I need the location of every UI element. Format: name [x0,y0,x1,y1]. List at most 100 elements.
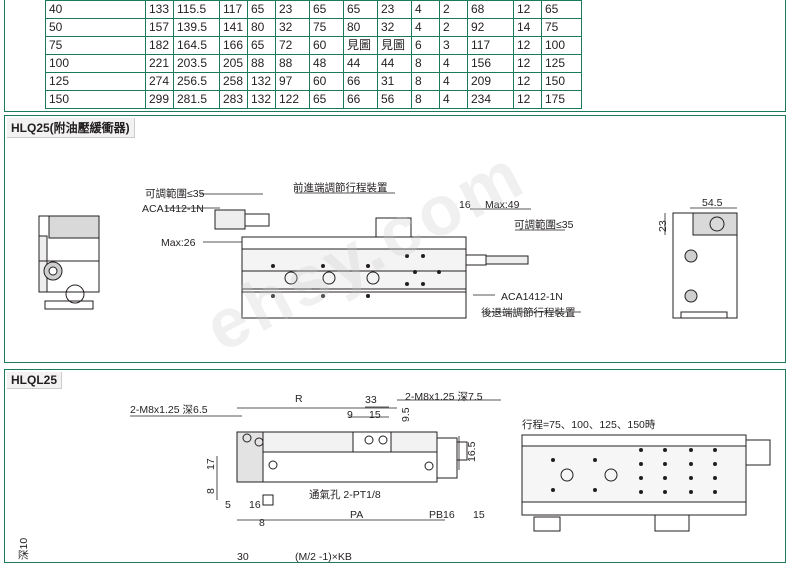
table-cell: 65 [541,0,582,19]
table-cell: 100 [45,54,146,73]
table-cell: 65 [309,90,344,109]
table-cell: 14 [513,18,542,37]
svg-text:23: 23 [657,220,669,232]
svg-text:前進端調節行程裝置: 前進端調節行程裝置 [293,181,388,194]
table-cell: 221 [145,54,174,73]
svg-text:5: 5 [225,499,231,511]
svg-text:ACA1412-1N: ACA1412-1N [501,291,563,303]
svg-text:17: 17 [205,458,217,470]
table-cell: 122 [275,90,310,109]
side-view-l-holes [242,433,434,471]
svg-text:通氣孔 2-PT1/8: 通氣孔 2-PT1/8 [309,488,381,501]
svg-text:9: 9 [347,409,353,421]
table-cell: 164.5 [173,36,220,55]
table-cell: 4 [411,0,440,19]
table-cell: 66 [343,72,378,91]
table-cell: 40 [45,0,146,19]
table-cell: 80 [247,18,276,37]
table-cell: 50 [45,18,146,37]
table-cell: 3 [439,36,468,55]
frame-line [4,0,5,112]
table-cell: 12 [513,54,542,73]
end-view-left [38,215,100,310]
svg-text:2-M8x1.25 深7.5: 2-M8x1.25 深7.5 [405,391,483,403]
table-cell: 203.5 [173,54,220,73]
svg-text:15: 15 [473,509,485,521]
table-cell: 100 [541,36,582,55]
svg-text:16: 16 [249,499,261,511]
svg-text:2-M8x1.25 深6.5: 2-M8x1.25 深6.5 [130,404,208,416]
svg-text:8: 8 [259,517,265,529]
svg-text:Max:49: Max:49 [485,199,520,211]
section-title: HLQ25(附油壓緩衝器) [7,118,135,138]
svg-text:可調範圍≤35: 可調範圍≤35 [514,218,574,231]
svg-text:54.5: 54.5 [702,197,723,209]
table-cell: 4 [439,72,468,91]
svg-text:Max:26: Max:26 [161,237,196,249]
frame-line [4,111,786,112]
svg-text:行程=75、100、125、150時: 行程=75、100、125、150時 [522,418,656,431]
table-cell: 65 [247,36,276,55]
table-cell: 182 [145,36,174,55]
table-cell: 139.5 [173,18,220,37]
table-cell: 274 [145,72,174,91]
table-cell: 88 [247,54,276,73]
svg-text:16.5: 16.5 [466,441,478,462]
svg-text:30: 30 [237,551,249,562]
svg-text:深10: 深10 [18,538,30,560]
table-cell: 4 [411,18,440,37]
table-cell: 見圖 [343,36,378,55]
table-cell: 150 [45,90,146,109]
table-cell: 175 [541,90,582,109]
table-cell: 32 [275,18,310,37]
table-cell: 65 [247,0,276,19]
side-view [214,209,529,319]
table-cell: 23 [377,0,412,19]
hlql25-drawing: 2-M8x1.25 深6.5 2-M8x1.25 深7.5 R 33 9 15 … [18,391,771,562]
section-hlql25: HLQL25 [4,369,786,563]
table-cell: 8 [411,90,440,109]
table-cell: 117 [467,36,514,55]
table-cell: 80 [343,18,378,37]
table-cell: 88 [275,54,310,73]
table-cell: 234 [467,90,514,109]
dimension-lines-l [130,399,501,521]
table-cell: 44 [343,54,378,73]
table-cell: 4 [439,90,468,109]
svg-text:可調範圍≤35: 可調範圍≤35 [145,187,205,200]
svg-text:R: R [295,393,303,405]
dimension-texts: 可調範圍≤35 ACA1412-1N Max:26 前進端調節行程裝置 16 M… [142,181,723,319]
table-cell: 97 [275,72,310,91]
table-cell: 283 [219,90,248,109]
table-cell: 150 [541,72,582,91]
table-cell: 132 [247,90,276,109]
table-cell: 75 [309,18,344,37]
table-cell: 65 [309,0,344,19]
dimension-lines [165,192,737,313]
table-cell: 31 [377,72,412,91]
svg-text:(M/2 -1)×KB: (M/2 -1)×KB [295,551,352,562]
table-cell: 6 [411,36,440,55]
table-cell: 56 [377,90,412,109]
table-cell: 32 [377,18,412,37]
table-cell: 141 [219,18,248,37]
table-cell: 8 [411,72,440,91]
table-cell: 72 [275,36,310,55]
frame-line [785,0,786,112]
svg-text:PB16: PB16 [429,509,455,521]
table-cell: 75 [541,18,582,37]
table-cell: 12 [513,72,542,91]
table-cell: 209 [467,72,514,91]
table-cell: 2 [439,18,468,37]
table-cell: 299 [145,90,174,109]
table-cell: 205 [219,54,248,73]
table-cell: 166 [219,36,248,55]
table-cell: 12 [513,90,542,109]
table-cell: 281.5 [173,90,220,109]
